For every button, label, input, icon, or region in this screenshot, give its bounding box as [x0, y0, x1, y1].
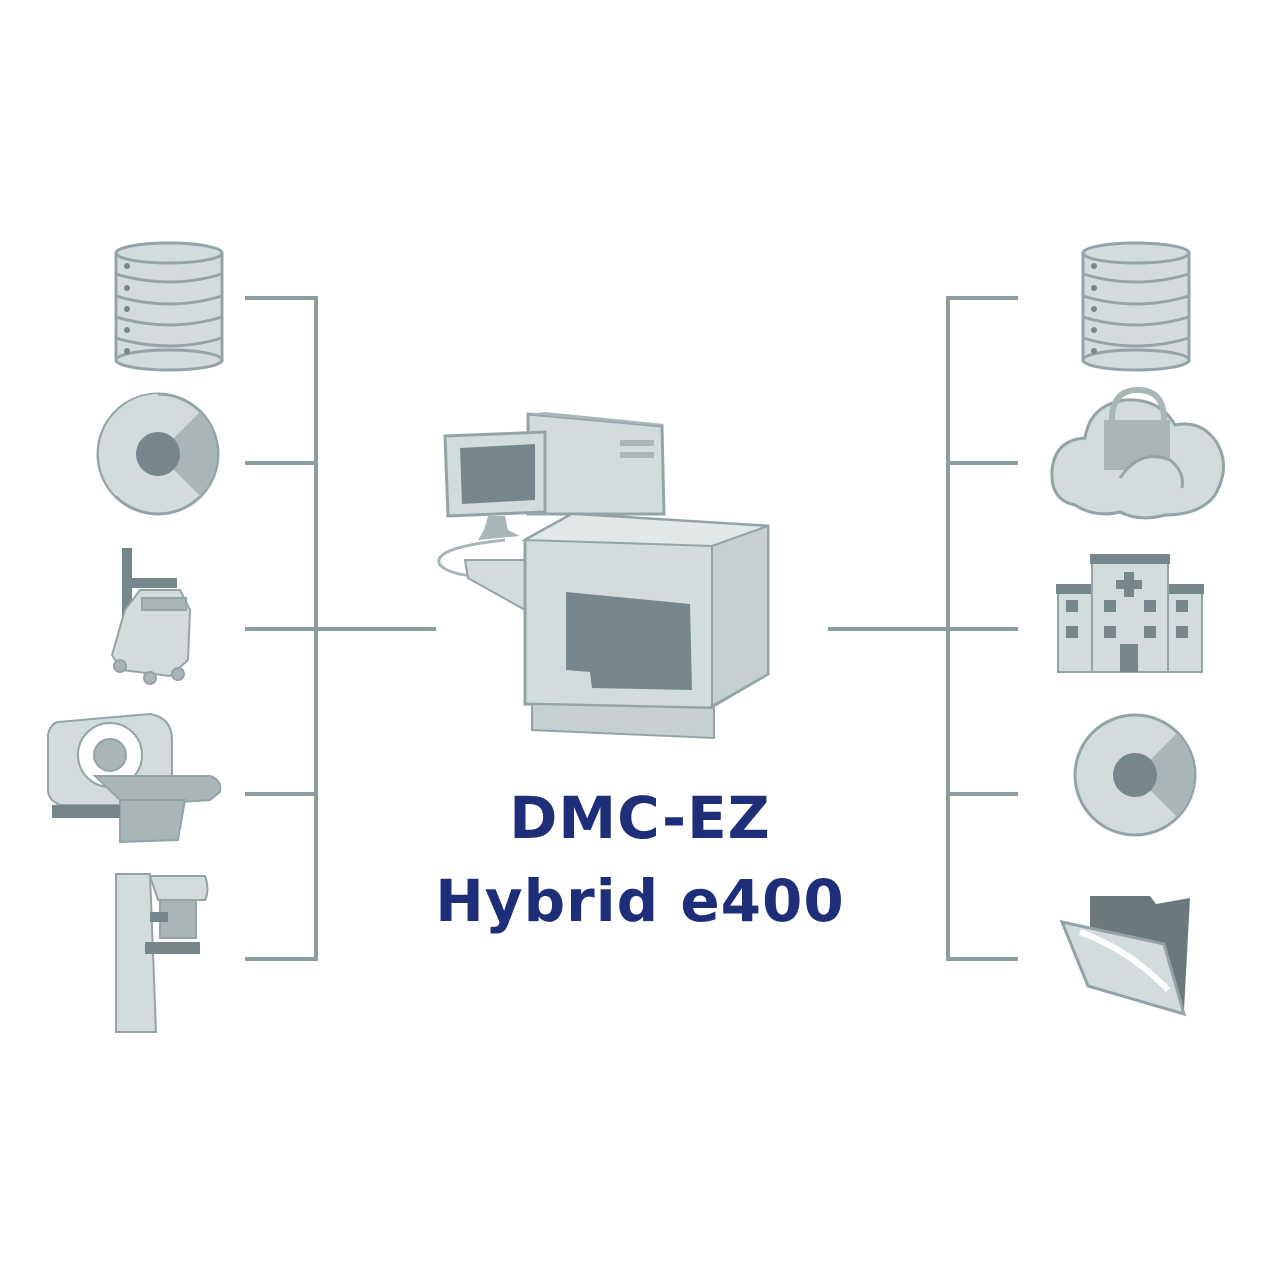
database-icon [1081, 241, 1191, 372]
disc-icon [96, 392, 220, 516]
folder-icon [1059, 896, 1190, 1017]
right-connectors [828, 296, 1018, 961]
disc-icon [1073, 713, 1197, 837]
secure-cloud-icon [1050, 386, 1225, 520]
ct-scanner-icon [47, 712, 222, 844]
mammography-icon [115, 873, 209, 1033]
product-name-line-2: Hybrid e400 [435, 867, 845, 935]
left-connectors [245, 296, 436, 961]
product-name-line-1: DMC-EZ [509, 784, 771, 852]
hospital-icon [1056, 554, 1204, 673]
ultrasound-icon [110, 548, 192, 685]
printer-workstation-icon [437, 412, 770, 740]
database-icon [114, 241, 224, 372]
